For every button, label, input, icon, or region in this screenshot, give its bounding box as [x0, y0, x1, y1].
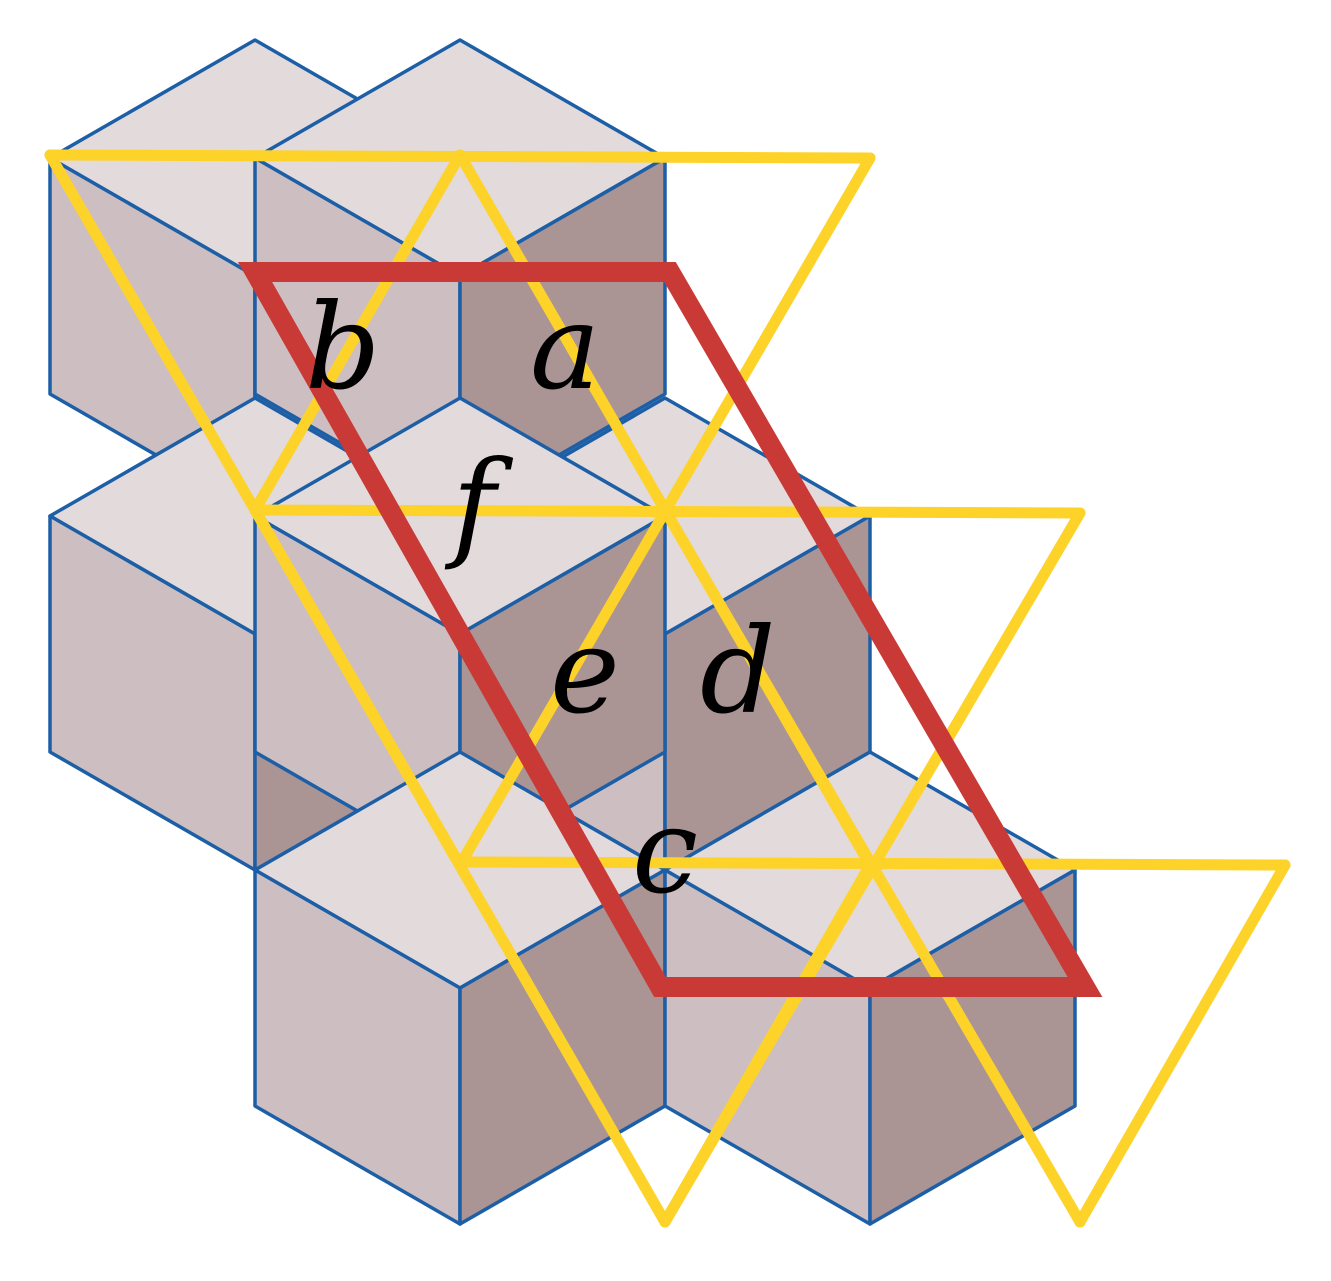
label-e: e — [550, 602, 620, 740]
lattice-edge — [249, 149, 466, 516]
face-labels: b a f e d c — [305, 278, 776, 920]
lattice-edge — [1074, 859, 1291, 1228]
lattice-edge — [249, 504, 671, 1228]
lattice-edge — [659, 859, 876, 1228]
label-a: a — [530, 278, 600, 416]
unit-cell-rhombus — [237, 262, 1103, 997]
label-c: c — [632, 782, 698, 920]
label-d: d — [700, 602, 776, 740]
label-b: b — [305, 278, 381, 416]
